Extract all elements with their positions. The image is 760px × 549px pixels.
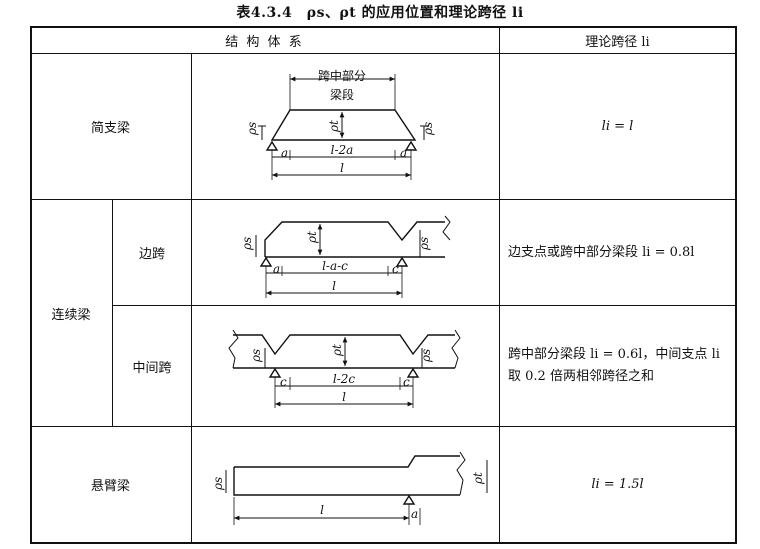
- label-midspan: 跨中部分: [318, 68, 366, 83]
- middle-support-left: [268, 367, 282, 378]
- label-segment: 梁段: [330, 87, 354, 102]
- row-label-simple: 简支梁: [90, 121, 130, 136]
- label-rho-s-edge-left: ρs: [240, 237, 254, 251]
- table-title: 表4.3.4 ρs、ρt 的应用位置和理论跨径 li: [236, 5, 524, 21]
- simple-support-right: [404, 140, 418, 151]
- cantilever-support: [402, 494, 416, 505]
- table-border-right: [735, 26, 737, 544]
- label-l-2c: l-2c: [333, 372, 356, 386]
- label-rho-s-middle-right: ρs: [419, 349, 433, 363]
- label-c-middle-left: c: [280, 375, 287, 389]
- label-rho-s-cantilever: ρs: [211, 477, 225, 491]
- label-l-simple: l: [340, 161, 344, 175]
- label-a-simple-right: a: [400, 146, 407, 160]
- span-cantilever: li = 1.5l: [591, 477, 644, 492]
- row-divider-2: [112, 305, 737, 306]
- row-label-cantilever: 悬臂梁: [90, 479, 130, 494]
- simple-support-left: [265, 140, 279, 151]
- label-rho-s-middle-left: ρs: [249, 349, 263, 363]
- label-a-edge: a: [273, 262, 280, 276]
- table-border-top: [30, 26, 737, 28]
- table-border-left: [30, 26, 32, 544]
- table-border-bottom: [30, 542, 737, 544]
- span-simple: li = l: [601, 119, 634, 134]
- row-label-continuous: 连续梁: [51, 307, 91, 323]
- middle-beam-outline: [233, 334, 455, 369]
- column-divider: [499, 26, 500, 544]
- label-l-a-c: l-a-c: [322, 259, 348, 273]
- header-span: 理论跨径 li: [585, 35, 650, 50]
- label-l-2a: l-2a: [331, 143, 354, 157]
- label-rho-t-middle: ρt: [330, 344, 344, 357]
- label-c-edge: c: [392, 262, 399, 276]
- label-a-simple-left: a: [281, 146, 288, 160]
- simple-beam-outline: [270, 109, 417, 141]
- label-rho-t-cantilever: ρt: [471, 472, 485, 485]
- label-l-edge: l: [332, 279, 336, 293]
- cantilever-beam-outline: [233, 455, 460, 496]
- label-divider-3: [191, 426, 192, 544]
- span-middle: 跨中部分梁段 li = 0.6l，中间支点 li 取 0.2 倍两相邻跨径之和: [508, 347, 720, 384]
- span-edge: 边支点或跨中部分梁段 li = 0.8l: [508, 244, 695, 260]
- label-rho-s-edge-right: ρs: [417, 237, 431, 251]
- edge-beam-outline: [264, 221, 445, 258]
- row-divider-3: [30, 426, 737, 427]
- header-divider: [30, 53, 737, 54]
- label-divider-1: [191, 54, 192, 199]
- edge-support-left: [259, 256, 273, 267]
- row-label-edge: 边跨: [138, 247, 165, 262]
- header-system: 结 构 体 系: [225, 35, 304, 50]
- label-c-middle-right: c: [403, 375, 410, 389]
- label-l-middle: l: [342, 390, 346, 404]
- label-rho-s-simple-right: ρs: [421, 122, 435, 136]
- label-rho-s-simple-left: ρs: [245, 122, 259, 136]
- row-label-middle: 中间跨: [132, 360, 172, 376]
- application-table: 结 构 体 系 理论跨径 li 简支梁 li = l 连续梁 边跨 中间跨 边支…: [30, 26, 737, 544]
- label-rho-t-simple: ρt: [327, 120, 341, 133]
- label-rho-t-edge: ρt: [305, 231, 319, 244]
- label-a-cantilever: a: [411, 507, 418, 521]
- label-l-cantilever: l: [320, 503, 324, 517]
- row-divider-1: [30, 199, 737, 200]
- sub-label-divider: [112, 199, 113, 426]
- label-divider-2: [191, 199, 192, 426]
